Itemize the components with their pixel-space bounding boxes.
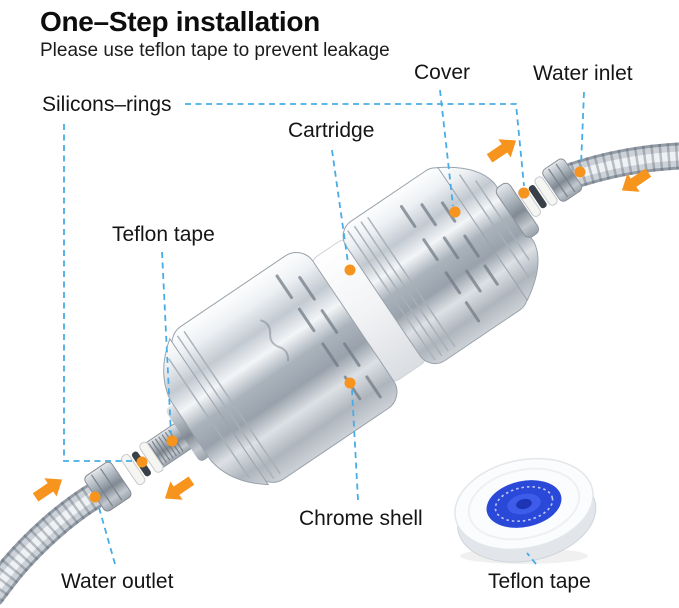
water-outlet-hose — [0, 480, 111, 605]
outlet-collar — [166, 404, 210, 461]
callout-label-teflon-tape: Teflon tape — [112, 223, 215, 246]
callout-label-cover: Cover — [414, 61, 471, 84]
attach-arrow-outlet-filter — [164, 476, 195, 500]
callout-label-water-outlet: Water outlet — [61, 570, 174, 593]
marker-dot-water-inlet — [574, 166, 586, 178]
inlet-hose-nut — [542, 158, 583, 202]
cover-vent-slots — [399, 201, 499, 323]
attach-arrow-inlet-hose — [621, 168, 652, 192]
callout-line-teflon-tape-roll — [526, 552, 537, 565]
callout-line-cover — [439, 89, 454, 207]
teflon-tape-roll — [454, 457, 597, 563]
callout-line-water-inlet — [580, 91, 585, 167]
page-subtitle: Please use teflon tape to prevent leakag… — [40, 40, 390, 61]
callout-line-water-outlet — [97, 503, 116, 565]
marker-dot-cover — [449, 206, 461, 218]
marker-dot-teflon-tape — [166, 435, 178, 447]
callout-label-cartridge: Cartridge — [288, 119, 375, 142]
callout-line-silicons-rings-inlet — [185, 103, 525, 187]
shell-vent-slots — [275, 274, 382, 401]
callout-line-teflon-tape — [161, 251, 172, 435]
cover-taper — [436, 166, 539, 302]
callout-line-cartridge — [331, 149, 349, 264]
filter-assembly — [84, 158, 583, 512]
callout-label-teflon-tape-roll: Teflon tape — [488, 570, 591, 593]
callout-label-silicons-rings: Silicons–rings — [42, 93, 172, 116]
inlet-step — [495, 182, 539, 238]
page-title: One–Step installation — [40, 6, 320, 37]
marker-dot-water-outlet — [89, 491, 101, 503]
callout-label-water-inlet: Water inlet — [533, 62, 633, 85]
attach-arrow-outlet-hose — [32, 478, 63, 502]
callout-label-chrome-shell: Chrome shell — [299, 507, 423, 530]
callout-line-chrome-shell — [351, 389, 359, 501]
cover-grooves — [347, 216, 456, 361]
marker-dot-cartridge — [344, 264, 356, 276]
attach-arrow-inlet-filter — [486, 139, 517, 163]
tape-label-text-ring — [494, 485, 554, 523]
marker-dot-silicons-rings-inlet — [518, 187, 530, 199]
shell-grooves — [176, 330, 281, 479]
marker-dot-silicons-rings-outlet — [136, 456, 148, 468]
callout-line-silicons-rings-outlet — [63, 124, 133, 462]
outlet-end-cap — [163, 337, 270, 486]
engraved-brand-marking — [260, 319, 290, 362]
tape-core-hole — [516, 498, 532, 510]
marker-dot-chrome-shell — [344, 377, 356, 389]
